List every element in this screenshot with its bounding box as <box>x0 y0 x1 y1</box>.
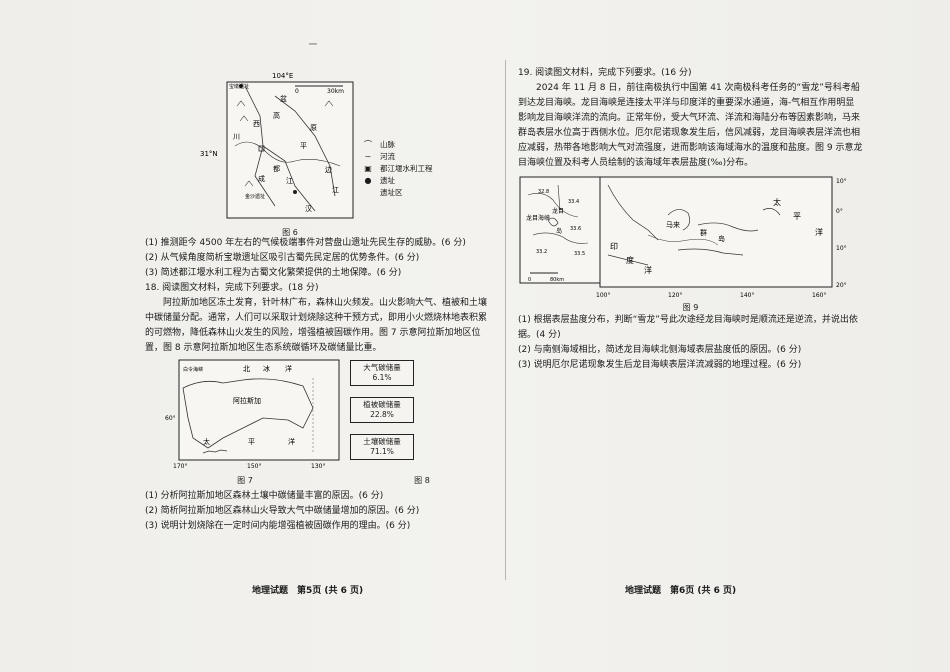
svg-text:平: 平 <box>793 212 801 221</box>
legend-site: ●遗址 <box>364 175 396 185</box>
svg-text:洋: 洋 <box>644 265 652 275</box>
svg-text:阿拉斯加: 阿拉斯加 <box>233 396 261 405</box>
svg-text:160°: 160° <box>812 292 826 299</box>
fig6-caption: 图 6 <box>282 228 298 237</box>
q18-item-3: (3) 说明计划烧除在一定时间内能增强植被固碳作用的理由。(6 分) <box>145 521 411 531</box>
svg-text:成: 成 <box>258 174 265 183</box>
svg-text:32.8: 32.8 <box>538 189 549 195</box>
fig6-lon-label: 104°E <box>272 72 293 80</box>
svg-text:北: 北 <box>243 365 250 373</box>
svg-text:岛: 岛 <box>718 234 725 243</box>
legend-river: ~河流 <box>364 151 395 161</box>
q19-item-2: (2) 与南侧海域相比，简述龙目海峡北侧海域表层盐度低的原因。(6 分) <box>518 345 802 355</box>
fig7-caption: 图 7 <box>237 476 253 485</box>
svg-text:洋: 洋 <box>288 437 295 446</box>
q19-item-1: (1) 根据表层盐度分布，判断“雪龙”号此次途经龙目海峡时是顺流还是逆流，并说出… <box>518 315 858 340</box>
fig8-caption: 图 8 <box>414 476 430 485</box>
fig6-lat-label: 31°N <box>200 150 218 158</box>
legend-site-area: 遗址区 <box>380 187 403 197</box>
q18-item-1: (1) 分析阿拉斯加地区森林土壤中碳储量丰富的原因。(6 分) <box>145 491 384 501</box>
svg-text:150°: 150° <box>247 463 261 470</box>
svg-text:盆: 盆 <box>280 94 287 103</box>
legend-dujiangyan: ▣都江堰水利工程 <box>364 163 433 173</box>
svg-text:原: 原 <box>310 124 317 132</box>
svg-text:140°: 140° <box>740 292 754 299</box>
svg-text:都: 都 <box>273 165 280 173</box>
q17-item-1: (1) 推测距今 4500 年左右的气候极端事件对营盘山遗址先民生存的威胁。(6… <box>145 238 466 248</box>
svg-text:0°: 0° <box>836 208 843 215</box>
svg-text:33.5: 33.5 <box>574 251 585 257</box>
svg-text:33.2: 33.2 <box>536 249 547 255</box>
svg-text:马来: 马来 <box>666 221 680 229</box>
svg-text:120°: 120° <box>668 292 682 299</box>
right-page-footer: 地理试题 第6页 (共 6 页) <box>625 586 737 596</box>
svg-text:白令海峡: 白令海峡 <box>183 366 203 373</box>
svg-text:龙目海峡: 龙目海峡 <box>526 214 550 222</box>
svg-text:度: 度 <box>626 255 634 265</box>
svg-text:印: 印 <box>610 242 618 251</box>
svg-text:20°: 20° <box>836 282 847 289</box>
svg-text:60°: 60° <box>165 415 176 422</box>
svg-text:龙目: 龙目 <box>552 207 564 215</box>
fig9-caption: 图 9 <box>682 303 699 312</box>
fig6-legend: ⌒山脉 ~河流 ▣都江堰水利工程 ●遗址 遗址区 <box>360 138 433 198</box>
svg-text:洋: 洋 <box>285 364 292 373</box>
svg-text:平: 平 <box>248 438 255 446</box>
svg-text:130°: 130° <box>311 463 325 470</box>
legend-mountain: ⌒山脉 <box>364 139 395 149</box>
svg-text:宝墩遗址: 宝墩遗址 <box>229 83 249 90</box>
scan-mark: ー <box>308 40 318 51</box>
svg-text:170°: 170° <box>173 463 187 470</box>
svg-text:汉: 汉 <box>305 205 312 213</box>
svg-text:金沙遗址: 金沙遗址 <box>245 193 265 200</box>
q19-heading: 19. 阅读图文材料，完成下列要求。(16 分) <box>518 68 692 78</box>
q17-item-2: (2) 从气候角度简析宝墩遗址区吸引古蜀先民定居的优势条件。(6 分) <box>145 253 420 263</box>
svg-text:江: 江 <box>286 177 293 185</box>
figures-7-8: 60° 白令海峡 北 冰 洋 阿拉斯加 太 平 洋 170° 150° 130°… <box>145 358 495 478</box>
svg-text:10°: 10° <box>836 245 847 252</box>
left-page: 104°E 31°N 0 30km 宝墩遗址 盆 高 原 西 川 平 成 都 <box>145 66 495 534</box>
svg-text:平: 平 <box>300 142 307 150</box>
q18-item-2: (2) 简析阿拉斯加地区森林山火导致大气中碳储量增加的原因。(6 分) <box>145 506 420 516</box>
svg-text:0: 0 <box>528 277 531 283</box>
svg-text:冰: 冰 <box>263 364 270 373</box>
q18-heading: 18. 阅读图文材料，完成下列要求。(18 分) <box>145 283 319 293</box>
q19-item-3: (3) 说明厄尔尼诺现象发生后龙目海峡表层洋流减弱的地理过程。(6 分) <box>518 360 802 370</box>
svg-text:太: 太 <box>203 437 210 446</box>
svg-text:川: 川 <box>233 133 240 141</box>
svg-text:群: 群 <box>700 228 707 237</box>
q17-item-3: (3) 简述都江堰水利工程为古蜀文化繁荣提供的土地保障。(6 分) <box>145 268 402 278</box>
svg-text:33.6: 33.6 <box>570 226 581 232</box>
page-fold-divider <box>505 60 506 580</box>
fig6-map: 104°E 31°N 0 30km 宝墩遗址 盆 高 原 西 川 平 成 都 <box>200 72 354 219</box>
svg-text:10°: 10° <box>836 178 847 185</box>
svg-text:边: 边 <box>325 165 332 174</box>
svg-text:太: 太 <box>773 197 781 207</box>
svg-text:0: 0 <box>295 88 299 95</box>
fig7-map: 60° 白令海峡 北 冰 洋 阿拉斯加 太 平 洋 170° 150° 130° <box>165 359 340 470</box>
svg-text:江: 江 <box>332 186 339 194</box>
left-page-footer: 地理试题 第5页 (共 6 页) <box>252 586 364 596</box>
svg-text:80km: 80km <box>550 277 564 283</box>
figure-9: 32.8 33.4 33.6 33.2 33.5 龙目海峡 龙目 岛 0 80k… <box>518 175 863 312</box>
svg-text:33.4: 33.4 <box>568 199 579 205</box>
figure-6: 104°E 31°N 0 30km 宝墩遗址 盆 高 原 西 川 平 成 都 <box>145 66 495 237</box>
svg-text:洋: 洋 <box>815 227 823 237</box>
q18-material: 阿拉斯加地区冻土发育，针叶林广布，森林山火频发。山火影响大气、植被和土壤中碳储量… <box>145 298 488 353</box>
svg-text:100°: 100° <box>596 292 610 299</box>
svg-text:西: 西 <box>253 120 260 128</box>
q19-material: 2024 年 11 月 8 日，前往南极执行中国第 41 次南极科考任务的“雪龙… <box>518 83 863 168</box>
fig9-map: 32.8 33.4 33.6 33.2 33.5 龙目海峡 龙目 岛 0 80k… <box>519 176 847 299</box>
svg-text:30km: 30km <box>327 88 344 95</box>
svg-text:岛: 岛 <box>556 227 562 235</box>
svg-text:高: 高 <box>273 111 280 120</box>
right-page: 19. 阅读图文材料，完成下列要求。(16 分) 2024 年 11 月 8 日… <box>518 66 863 373</box>
